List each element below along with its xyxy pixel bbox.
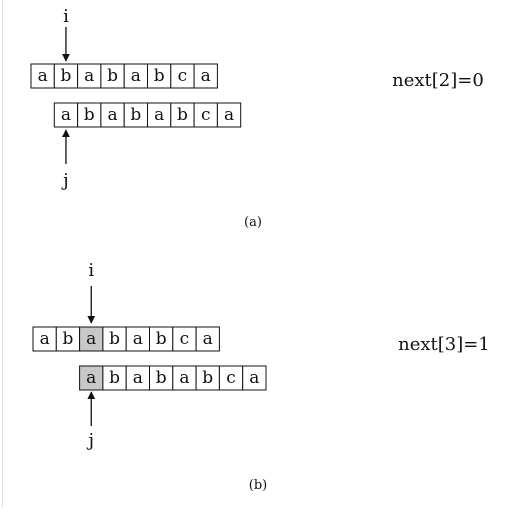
text-string-char-2: a — [86, 329, 96, 349]
pattern-string-cell-7 — [242, 365, 267, 391]
pattern-string-char-5: b — [177, 105, 188, 125]
text-string-cell-7 — [193, 63, 218, 89]
pattern-string-char-7: a — [249, 368, 259, 388]
text-string-char-4: a — [133, 329, 143, 349]
text-string-char-7: a — [203, 329, 213, 349]
text-string-char-1: b — [63, 329, 74, 349]
pattern-string-char-6: c — [226, 368, 236, 388]
text-string-char-6: c — [178, 66, 188, 86]
text-string-cell-7 — [195, 326, 220, 352]
text-string-char-4: a — [131, 66, 141, 86]
pattern-string-char-4: a — [179, 368, 189, 388]
pattern-string-cell-7 — [216, 102, 242, 128]
text-string-char-0: a — [38, 66, 48, 86]
pattern-string-char-4: a — [154, 105, 164, 125]
text-string-char-3: b — [107, 66, 118, 86]
text-string-char-3: b — [109, 329, 120, 349]
pointer-i-label: i — [63, 6, 69, 27]
panel-caption: (a) — [244, 215, 262, 230]
pattern-string-char-3: b — [130, 105, 141, 125]
text-string-char-7: a — [201, 66, 211, 86]
pattern-string-char-5: b — [202, 368, 213, 388]
pattern-string-char-0: a — [61, 105, 71, 125]
pattern-string-char-0: a — [86, 368, 96, 388]
pointer-j-label: j — [86, 430, 94, 451]
pattern-string-char-2: a — [107, 105, 117, 125]
text-string-char-2: a — [84, 66, 94, 86]
pattern-string-char-2: a — [133, 368, 143, 388]
pointer-j-label: j — [61, 170, 69, 191]
pattern-string-char-7: a — [224, 105, 234, 125]
text-string-char-6: c — [180, 329, 190, 349]
panel-caption: (b) — [249, 478, 267, 493]
pattern-string-char-1: b — [109, 368, 120, 388]
pointer-i-label: i — [88, 260, 94, 281]
left-border-line — [2, 0, 3, 508]
text-string-char-5: b — [156, 329, 167, 349]
text-string-char-1: b — [61, 66, 72, 86]
text-string-char-0: a — [40, 329, 50, 349]
next-value-label: next[2]=0 — [392, 70, 484, 91]
pattern-string-char-1: b — [84, 105, 95, 125]
pattern-string-char-6: c — [201, 105, 211, 125]
next-value-label: next[3]=1 — [398, 334, 490, 355]
text-string-char-5: b — [154, 66, 165, 86]
pattern-string-char-3: b — [156, 368, 167, 388]
